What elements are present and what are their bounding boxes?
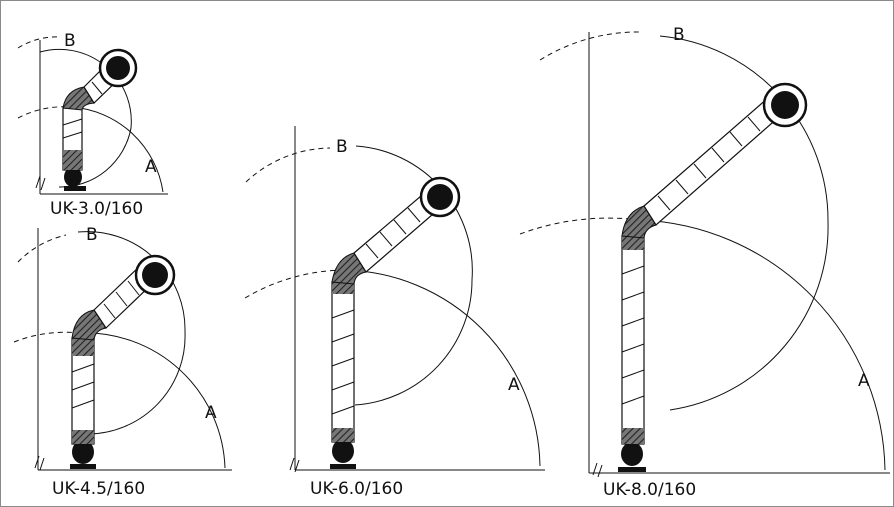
arm-base bbox=[64, 186, 86, 191]
reach-arc-a bbox=[79, 332, 226, 469]
label-a: A bbox=[508, 375, 520, 395]
label-a: A bbox=[858, 371, 870, 391]
reach-arc-a-dashed bbox=[13, 331, 81, 343]
reach-circle-b bbox=[39, 48, 132, 188]
model-label: UK-3.0/160 bbox=[50, 199, 143, 219]
diagram-uk-4-5: B A UK-4.5/160 bbox=[13, 225, 232, 499]
label-b: B bbox=[673, 25, 685, 45]
arm-base bbox=[618, 467, 646, 472]
break-mark bbox=[35, 175, 46, 191]
model-label: UK-8.0/160 bbox=[603, 480, 696, 500]
reach-arc-a-dashed bbox=[17, 106, 73, 119]
label-b: B bbox=[336, 137, 348, 157]
reach-circle-b bbox=[659, 35, 829, 411]
reach-circle-b-dashed bbox=[17, 36, 61, 49]
reach-arc-a bbox=[639, 219, 886, 471]
reach-arc-a bbox=[344, 269, 541, 467]
arm-base bbox=[330, 464, 356, 469]
diagram-uk-8-0: B A UK-8.0/160 bbox=[519, 25, 890, 500]
reach-circle-b bbox=[354, 145, 473, 406]
reach-circle-b-dashed bbox=[539, 31, 641, 61]
reach-arc-a-dashed bbox=[519, 217, 641, 235]
reach-circle-b-dashed bbox=[245, 147, 331, 183]
break-mark bbox=[592, 462, 603, 478]
arm-base bbox=[70, 464, 96, 469]
arm-foot bbox=[621, 442, 643, 466]
reach-circle-b-dashed bbox=[17, 234, 67, 263]
arm-foot bbox=[332, 439, 354, 463]
break-mark bbox=[34, 455, 45, 471]
label-a: A bbox=[145, 157, 157, 177]
reach-circle-b bbox=[77, 231, 186, 435]
break-mark bbox=[289, 457, 300, 473]
reach-arc-a bbox=[71, 106, 164, 193]
diagram-uk-3-0: B A UK-3.0/160 bbox=[17, 31, 168, 219]
label-b: B bbox=[64, 31, 76, 51]
label-b: B bbox=[86, 225, 98, 245]
arm-foot bbox=[64, 167, 82, 187]
diagram-uk-6-0: B A UK-6.0/160 bbox=[244, 126, 545, 499]
model-label: UK-4.5/160 bbox=[52, 479, 145, 499]
arm-foot bbox=[72, 440, 94, 464]
label-a: A bbox=[205, 403, 217, 423]
upper-arm bbox=[643, 97, 781, 226]
reach-arc-a-dashed bbox=[244, 269, 346, 299]
model-label: UK-6.0/160 bbox=[310, 479, 403, 499]
